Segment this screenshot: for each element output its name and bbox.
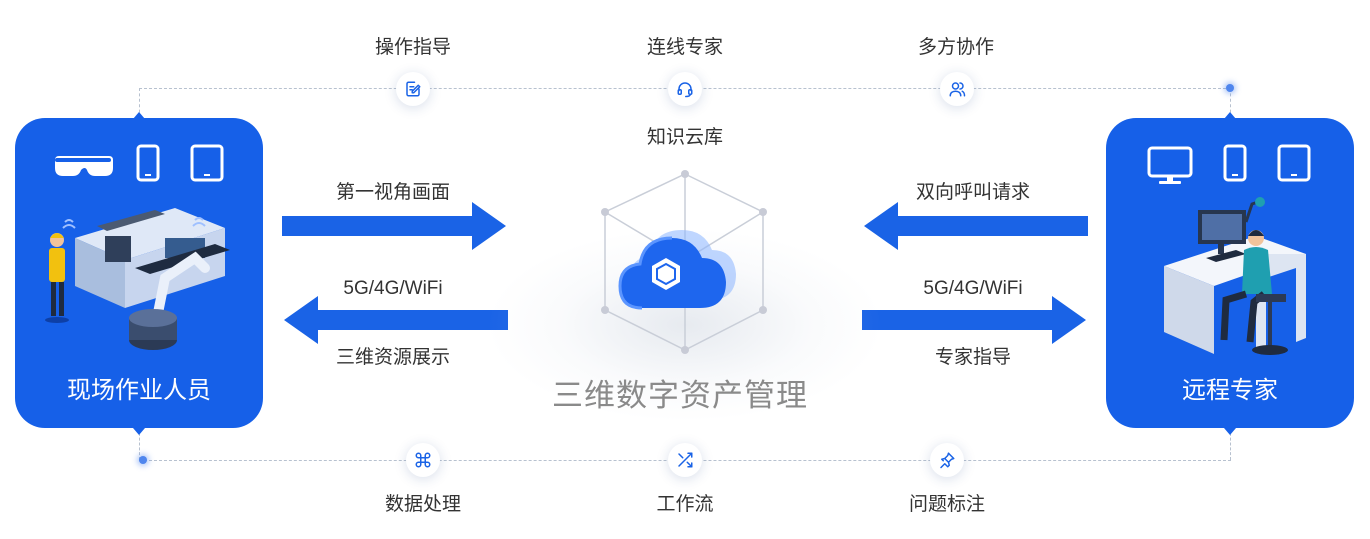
command-icon bbox=[415, 452, 431, 468]
tablet-icon bbox=[190, 144, 224, 182]
field-worker-title: 现场作业人员 bbox=[67, 377, 211, 404]
multi-collab-node[interactable] bbox=[940, 72, 974, 106]
tablet-icon bbox=[1277, 144, 1311, 182]
call-request-label: 双向呼叫请求 bbox=[915, 182, 1031, 203]
three-d-display-label: 三维资源展示 bbox=[335, 347, 451, 368]
phone-icon bbox=[1223, 144, 1247, 182]
monitor-icon bbox=[1147, 146, 1193, 184]
issue-marking-node[interactable] bbox=[930, 443, 964, 477]
data-processing-label: 数据处理 bbox=[384, 494, 462, 515]
operation-guide-label: 操作指导 bbox=[374, 37, 452, 58]
cloud-cube-illustration bbox=[601, 170, 767, 354]
right-panel-top-tab bbox=[1224, 112, 1236, 119]
call-request-arrow bbox=[864, 202, 1088, 250]
shuffle-icon bbox=[678, 452, 693, 468]
center-title: 三维数字资产管理 bbox=[552, 378, 808, 413]
top-left-connector-drop bbox=[139, 88, 140, 118]
top-right-glow-dot bbox=[1226, 84, 1234, 92]
ar-glasses-icon bbox=[55, 156, 113, 176]
worker-figure bbox=[45, 233, 69, 323]
three-d-display-arrow bbox=[284, 296, 508, 344]
network-left-label: 5G/4G/WiFi bbox=[343, 278, 443, 299]
connect-expert-label: 连线专家 bbox=[646, 37, 724, 58]
remote-expert-illustration bbox=[1147, 144, 1311, 355]
top-right-connector-drop bbox=[1230, 88, 1231, 118]
first-view-arrow bbox=[282, 202, 506, 250]
expert-guide-label: 专家指导 bbox=[934, 347, 1012, 368]
expert-figure bbox=[1220, 230, 1288, 355]
field-worker-panel[interactable]: 现场作业人员 bbox=[15, 118, 263, 428]
bottom-right-connector-drop bbox=[1230, 428, 1231, 460]
phone-icon bbox=[136, 144, 160, 182]
left-panel-bottom-tab bbox=[133, 428, 145, 435]
issue-marking-label: 问题标注 bbox=[908, 494, 986, 515]
headset-icon bbox=[677, 82, 693, 98]
workflow-node[interactable] bbox=[668, 443, 702, 477]
users-icon bbox=[949, 82, 966, 97]
multi-collab-label: 多方协作 bbox=[917, 37, 995, 58]
expert-guide-arrow bbox=[862, 296, 1086, 344]
connect-expert-node[interactable] bbox=[668, 72, 702, 106]
data-processing-node[interactable] bbox=[406, 443, 440, 477]
remote-expert-panel[interactable]: 远程专家 bbox=[1106, 118, 1354, 428]
edit-note-icon bbox=[406, 81, 421, 97]
remote-expert-title: 远程专家 bbox=[1182, 377, 1278, 404]
industrial-machine-illustration bbox=[62, 208, 230, 350]
expert-desk-illustration bbox=[1164, 197, 1306, 354]
pin-icon bbox=[940, 452, 955, 469]
right-panel-bottom-tab bbox=[1224, 428, 1236, 435]
knowledge-base-label: 知识云库 bbox=[646, 127, 724, 148]
first-view-label: 第一视角画面 bbox=[335, 182, 451, 203]
network-right-label: 5G/4G/WiFi bbox=[923, 278, 1023, 299]
operation-guide-node[interactable] bbox=[396, 72, 430, 106]
bottom-left-connector-drop bbox=[139, 428, 140, 460]
left-panel-top-tab bbox=[133, 112, 145, 119]
field-worker-illustration bbox=[45, 144, 230, 350]
bottom-left-glow-dot bbox=[139, 456, 147, 464]
workflow-label: 工作流 bbox=[656, 494, 714, 515]
